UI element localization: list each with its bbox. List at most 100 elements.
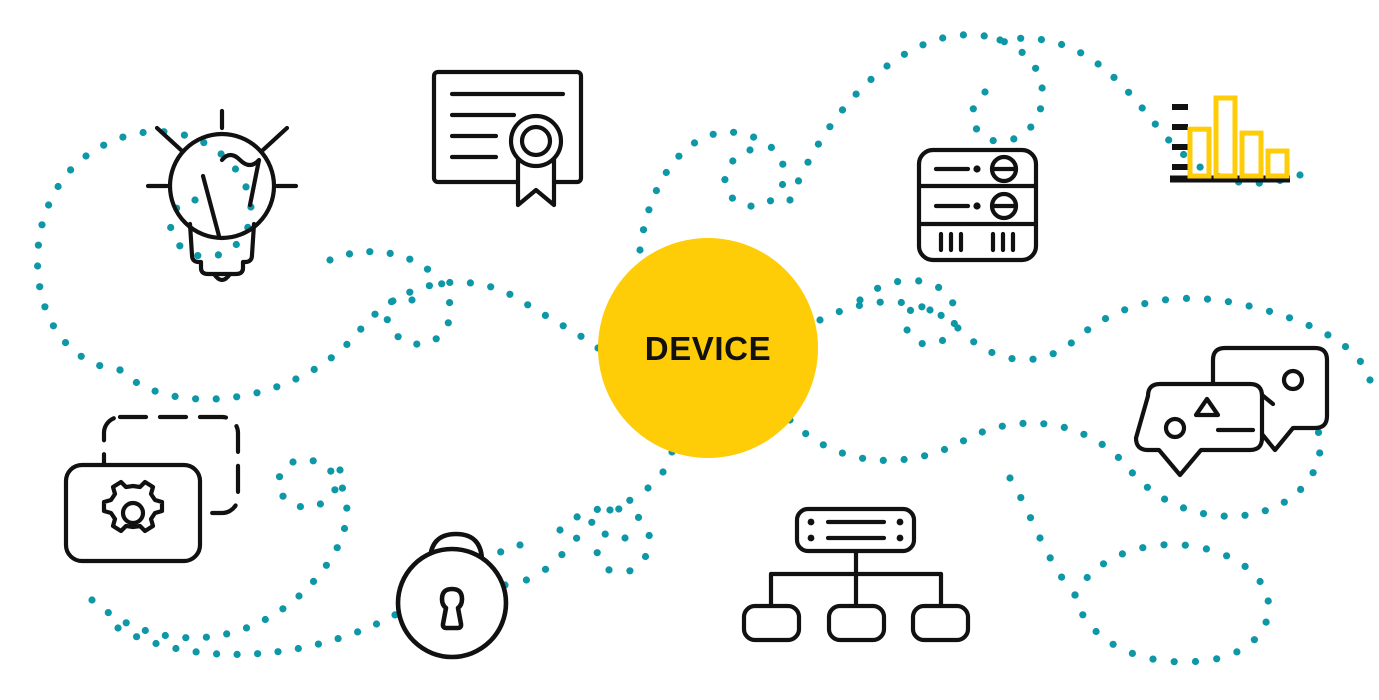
connector-dot — [295, 592, 303, 600]
connector-dot — [573, 513, 581, 521]
connector-dot — [45, 201, 53, 209]
connector-dot — [778, 180, 787, 189]
connector-dot — [659, 468, 667, 476]
connector-dot — [253, 389, 261, 397]
hub-node[interactable]: DEVICE — [598, 238, 818, 458]
connector-dot — [876, 298, 884, 306]
connector-dot — [1314, 428, 1323, 436]
connector-dot — [292, 375, 300, 383]
connector-dot — [354, 628, 362, 636]
connector-dot — [746, 146, 754, 154]
connector-dot — [998, 422, 1006, 430]
bar-chart-icon[interactable] — [1170, 95, 1290, 183]
connector-dot — [802, 430, 810, 438]
connector-dot — [371, 310, 379, 318]
connector-dot — [559, 322, 567, 330]
server-body — [916, 147, 1039, 263]
connector-dot — [939, 34, 947, 42]
dotted-connector-layer — [34, 31, 1374, 666]
connector-dot — [1058, 573, 1066, 581]
connector-dot — [541, 311, 550, 319]
chat-bubbles-icon[interactable] — [1133, 345, 1330, 478]
connector-dot — [1250, 636, 1258, 644]
connector-dot — [327, 467, 335, 475]
server-rack-icon[interactable] — [916, 147, 1039, 263]
connector-dot — [200, 139, 208, 147]
connector-dot — [1098, 440, 1106, 448]
connector-dot — [804, 158, 812, 166]
connector-dot — [972, 125, 981, 133]
connector-dot — [389, 297, 397, 305]
connector-dot — [466, 279, 474, 287]
network-hierarchy-icon[interactable] — [741, 506, 971, 643]
connector-dot — [1138, 104, 1146, 112]
connector-dot — [432, 335, 440, 343]
server-vents-right — [990, 231, 1016, 253]
connector-dot — [34, 241, 43, 249]
connector-dot — [38, 221, 46, 229]
connector-dot — [49, 322, 58, 330]
connector-dot — [309, 577, 318, 586]
connector-dot — [779, 160, 787, 168]
connector-dot — [541, 565, 550, 573]
connector-dot — [900, 455, 908, 464]
connector-dot — [336, 466, 344, 474]
certificate-page — [431, 69, 584, 185]
connector-dot — [408, 296, 416, 304]
connector-dot — [1245, 302, 1253, 310]
connector-dot — [274, 648, 282, 656]
connector-dot — [172, 644, 180, 653]
bar-chart-bar — [1265, 148, 1290, 179]
connector-dot — [588, 518, 596, 526]
connector-dot — [652, 187, 661, 195]
connector-dot — [1006, 474, 1014, 482]
connector-dot — [279, 492, 287, 500]
connector-dot — [296, 503, 304, 511]
connector-dot — [316, 500, 324, 508]
connector-dot — [903, 326, 911, 334]
connector-dot — [242, 183, 250, 191]
connector-dot — [217, 150, 225, 158]
connector-dot — [1083, 573, 1091, 582]
connector-dot — [487, 283, 495, 291]
connector-dot — [77, 352, 85, 360]
open-padlock-icon[interactable] — [395, 531, 509, 660]
hub-circle — [598, 238, 818, 458]
settings-panel-icon[interactable] — [63, 414, 241, 564]
connector-dot — [261, 615, 269, 624]
certificate-icon[interactable] — [431, 69, 584, 208]
connector-dot — [1233, 648, 1241, 656]
connector-dot — [141, 626, 149, 635]
connector-dot — [1109, 640, 1117, 648]
connector-dot — [645, 531, 653, 540]
connector-dot — [343, 340, 351, 348]
connector-dot — [1191, 657, 1200, 666]
connector-dot — [114, 624, 122, 632]
network-root-led-1 — [807, 518, 815, 526]
connector-dot — [1029, 355, 1037, 363]
connector-dot — [167, 223, 175, 232]
connector-dot — [1101, 315, 1110, 323]
connector-dot — [524, 301, 532, 309]
connector-dot — [1182, 294, 1191, 302]
connector-dot — [593, 549, 601, 557]
bar-chart-axis-ticks — [1172, 104, 1188, 170]
connector-dot — [709, 130, 717, 138]
connector-dot — [1224, 298, 1232, 306]
connector-dot — [34, 262, 42, 270]
connector-dot — [838, 106, 847, 114]
connector-dot — [1170, 658, 1178, 666]
connector-dot — [310, 365, 318, 373]
connector-dot — [645, 206, 653, 214]
connector-dot — [1297, 485, 1305, 493]
connector-dot — [273, 383, 281, 391]
connector-dot — [96, 362, 104, 370]
connector-dot — [1261, 507, 1269, 515]
bar-chart-bar — [1187, 126, 1212, 179]
connector-dot — [794, 177, 803, 185]
connector-dot — [949, 299, 957, 307]
connector-dot — [254, 650, 262, 658]
lightbulb-icon[interactable] — [145, 108, 299, 283]
connector-dot — [970, 338, 978, 346]
connector-dot — [639, 226, 648, 234]
